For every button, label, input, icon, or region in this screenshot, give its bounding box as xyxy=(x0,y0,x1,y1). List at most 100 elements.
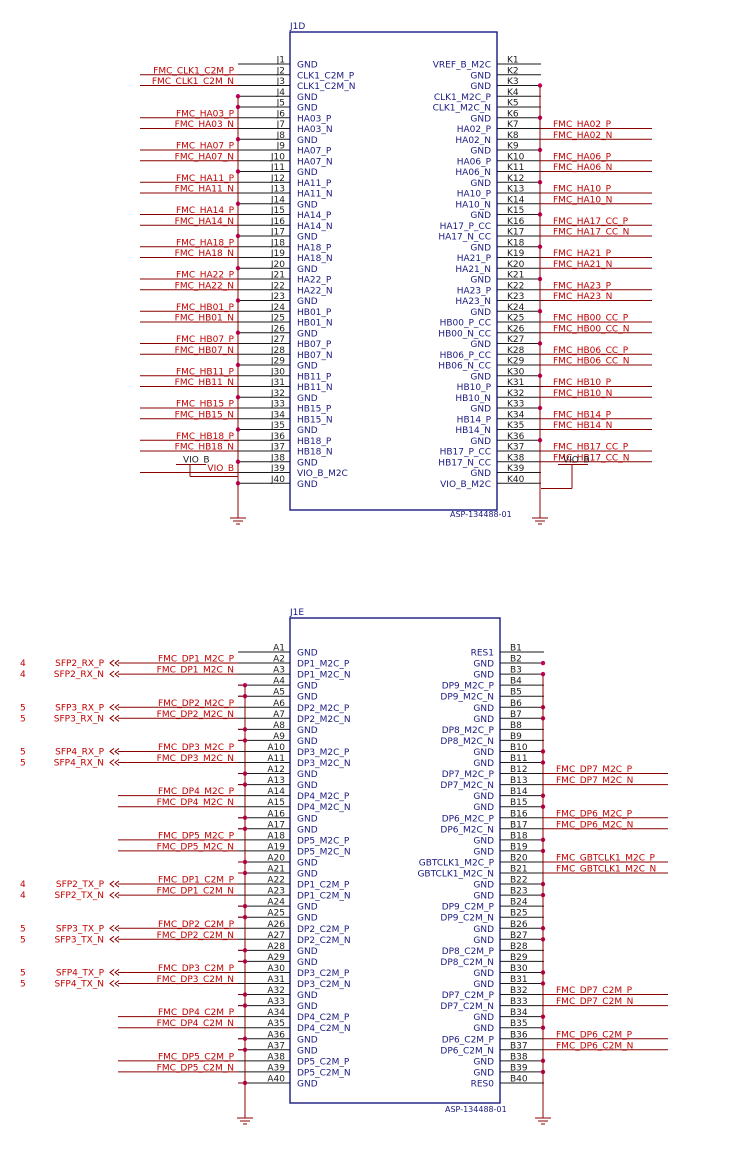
net-label-J36: FMC_HB18_P xyxy=(176,432,235,442)
offpage-arrow-A26 xyxy=(109,924,120,932)
offpage-label-A22: SFP2_TX_P xyxy=(56,880,105,890)
pin-name-B29: DP8_C2M_N xyxy=(440,958,494,968)
net-label-K32: FMC_HB10_N xyxy=(553,389,612,399)
j1e-part: ASP-134488-01 xyxy=(445,1105,507,1114)
pin-name-B13: DP7_M2C_N xyxy=(440,781,494,791)
pin-name-K4: CLK1_M2C_P xyxy=(434,93,492,103)
page-ref-A31: 5 xyxy=(20,980,26,990)
pin-name-K22: HA23_P xyxy=(457,286,492,296)
pin-name-J6: HA03_P xyxy=(297,114,332,124)
net-label-B32: FMC_DP7_C2M_P xyxy=(556,986,633,996)
pin-number-A39: A39 xyxy=(267,1063,285,1073)
pin-name-J23: GND xyxy=(297,297,318,307)
net-label-K16: FMC_HA17_CC_P xyxy=(553,217,629,227)
pin-number-K16: K16 xyxy=(507,217,525,227)
pin-name-B32: DP7_C2M_P xyxy=(442,991,495,1001)
pin-name-J38: GND xyxy=(297,458,318,468)
pin-number-A23: A23 xyxy=(267,887,285,897)
net-label-K26: FMC_HB00_CC_N xyxy=(553,324,629,334)
net-label-A19: FMC_DP5_M2C_N xyxy=(157,842,234,852)
pin-name-B20: GBTCLK1_M2C_P xyxy=(419,858,495,868)
pin-name-B37: DP6_C2M_N xyxy=(440,1046,494,1056)
pin-number-A1: A1 xyxy=(273,644,285,654)
net-label-B36: FMC_DP6_C2M_P xyxy=(556,1030,633,1040)
pin-name-B12: DP7_M2C_P xyxy=(442,770,495,780)
pin-number-A37: A37 xyxy=(267,1041,285,1051)
pin-number-A17: A17 xyxy=(267,820,285,830)
pin-name-K3: GND xyxy=(470,82,491,92)
pin-name-J3: CLK1_C2M_N xyxy=(297,82,355,92)
pin-number-B8: B8 xyxy=(510,721,522,731)
pin-name-B10: GND xyxy=(473,748,494,758)
pin-name-J24: HB01_P xyxy=(297,308,332,318)
net-label-J34: FMC_HB15_N xyxy=(175,410,234,420)
pin-number-K40: K40 xyxy=(507,475,525,485)
pin-number-A15: A15 xyxy=(267,798,285,808)
pin-number-J11: J11 xyxy=(270,163,285,173)
pin-number-J1: J1 xyxy=(276,56,285,66)
offpage-label-A3: SFP2_RX_N xyxy=(54,670,104,680)
pin-name-J32: GND xyxy=(297,394,318,404)
pin-name-J30: HB11_P xyxy=(297,372,332,382)
pin-number-B9: B9 xyxy=(510,732,522,742)
offpage-arrow-A27 xyxy=(109,935,120,943)
pin-number-A7: A7 xyxy=(273,710,285,720)
pin-number-K6: K6 xyxy=(507,109,519,119)
pin-name-K32: HB10_N xyxy=(455,394,491,404)
offpage-label-A31: SFP4_TX_N xyxy=(55,980,104,990)
pin-number-J32: J32 xyxy=(270,389,285,399)
pin-number-A10: A10 xyxy=(267,743,285,753)
pin-number-K38: K38 xyxy=(507,453,525,463)
net-label-A15: FMC_DP4_M2C_N xyxy=(157,798,234,808)
pin-name-B35: GND xyxy=(473,1024,494,1034)
pin-number-J31: J31 xyxy=(270,378,285,388)
pin-name-J28: HB07_N xyxy=(297,351,333,361)
pin-number-J15: J15 xyxy=(270,206,285,216)
pin-name-A27: DP2_C2M_N xyxy=(297,936,351,946)
pin-name-B31: GND xyxy=(473,980,494,990)
net-label-B33: FMC_DP7_C2M_N xyxy=(556,997,633,1007)
pin-number-J37: J37 xyxy=(270,443,285,453)
net-label-K23: FMC_HA23_N xyxy=(553,292,612,302)
pin-number-A28: A28 xyxy=(267,942,285,952)
pin-name-A10: DP3_M2C_P xyxy=(297,748,350,758)
pin-name-K13: HA10_P xyxy=(457,190,492,200)
pin-name-K30: GND xyxy=(470,372,491,382)
pin-number-A20: A20 xyxy=(267,853,285,863)
pin-name-B1: RES1 xyxy=(471,649,494,659)
net-label-A6: FMC_DP2_M2C_P xyxy=(158,699,235,709)
net-label-A18: FMC_DP5_M2C_P xyxy=(158,831,235,841)
pin-number-B25: B25 xyxy=(510,909,528,919)
page-ref-A22: 4 xyxy=(20,880,26,890)
pin-name-K9: GND xyxy=(470,147,491,157)
net-label-A39: FMC_DP5_C2M_N xyxy=(157,1063,234,1073)
pin-name-B38: GND xyxy=(473,1057,494,1067)
pin-number-K32: K32 xyxy=(507,389,524,399)
pin-number-A29: A29 xyxy=(267,953,285,963)
pin-number-J21: J21 xyxy=(270,271,285,281)
pin-number-J2: J2 xyxy=(276,66,285,76)
net-label-B17: FMC_DP6_M2C_N xyxy=(556,820,633,830)
pin-number-B21: B21 xyxy=(510,865,528,875)
pin-number-J40: J40 xyxy=(270,475,285,485)
net-label-K17: FMC_HA17_CC_N xyxy=(553,228,629,238)
pin-number-J30: J30 xyxy=(270,367,285,377)
pin-name-A5: GND xyxy=(297,693,318,703)
pin-name-J16: HA14_N xyxy=(297,222,333,232)
pin-number-A4: A4 xyxy=(273,677,285,687)
offpage-label-A10: SFP4_RX_P xyxy=(55,747,104,757)
pin-number-A33: A33 xyxy=(267,997,285,1007)
pin-number-B16: B16 xyxy=(510,809,528,819)
pin-name-B40: RES0 xyxy=(471,1079,495,1089)
pin-number-J22: J22 xyxy=(270,281,285,291)
pin-name-J36: HB18_P xyxy=(297,437,332,447)
pin-number-K25: K25 xyxy=(507,314,524,324)
pin-number-K5: K5 xyxy=(507,99,519,109)
pin-number-K37: K37 xyxy=(507,443,524,453)
pin-number-A18: A18 xyxy=(267,831,285,841)
pin-name-J4: GND xyxy=(297,93,318,103)
pin-number-B14: B14 xyxy=(510,787,528,797)
pin-number-K17: K17 xyxy=(507,228,524,238)
net-label-A27: FMC_DP2_C2M_N xyxy=(157,931,234,941)
